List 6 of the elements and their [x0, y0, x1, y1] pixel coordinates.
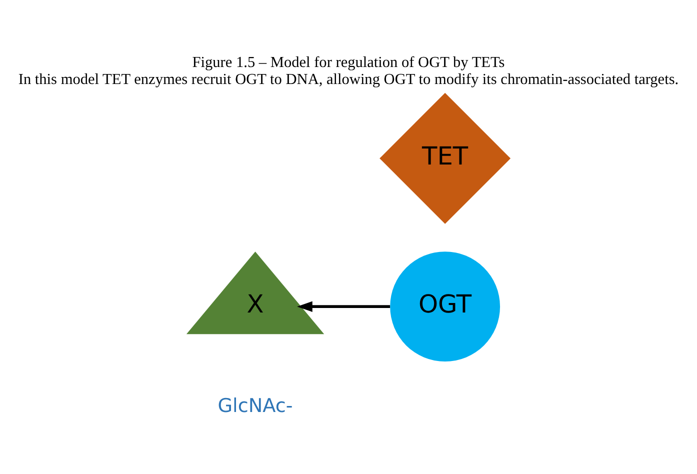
- node-circle: OGT: [390, 251, 500, 362]
- diagram-title: Figure 1.5 – Model for regulation of OGT by TETs: [192, 53, 505, 70]
- node-label: GlcNAc-: [218, 393, 293, 416]
- node-diamond: TET: [380, 92, 511, 224]
- caption: In this model TET enzymes recruit OGT to DNA, allowing OGT to modify its chromatin-associated targets.: [18, 70, 679, 88]
- arrow: [297, 300, 390, 312]
